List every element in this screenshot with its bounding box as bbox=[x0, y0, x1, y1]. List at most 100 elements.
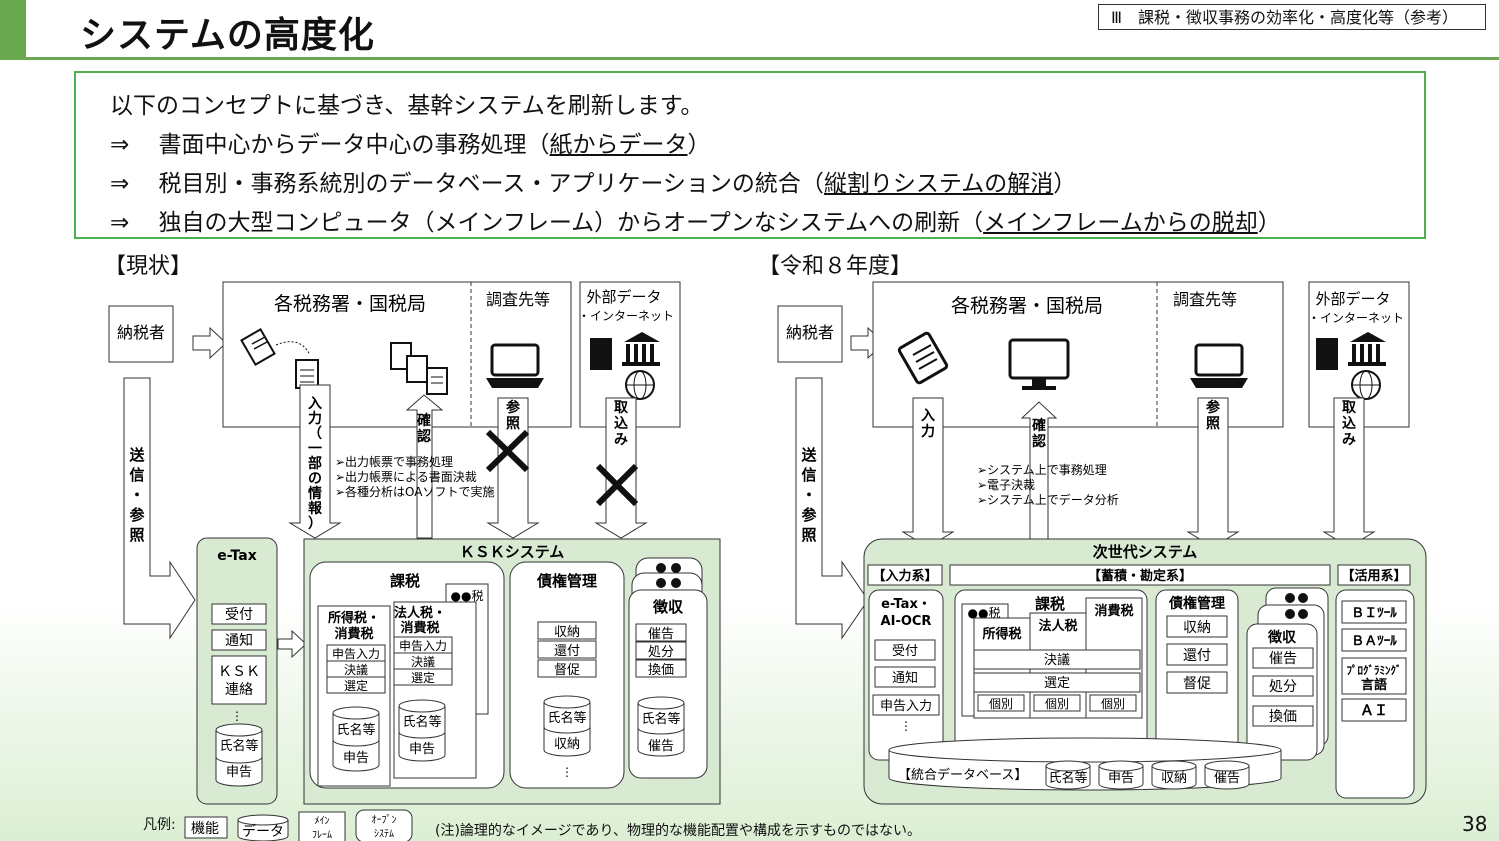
current-shotoku-func-2: 決議 bbox=[344, 663, 368, 677]
current-etax-func-1: 受付 bbox=[225, 607, 253, 623]
current-external-label-1: 外部データ bbox=[586, 288, 661, 306]
future-kazei-label: 課税 bbox=[1035, 595, 1065, 613]
current-import-char: み bbox=[614, 432, 628, 448]
current-input-char: の bbox=[308, 471, 322, 487]
future-note-3: ➢システム上でデータ分析 bbox=[977, 492, 1119, 507]
arrow-glyph: ⇒ bbox=[110, 210, 130, 236]
concept-close: ） bbox=[687, 132, 711, 158]
future-note-1: ➢システム上で事務処理 bbox=[977, 463, 1107, 477]
future-send-arrow bbox=[795, 377, 869, 640]
future-saiken-label: 債権管理 bbox=[1168, 595, 1225, 612]
current-confirm-char: 確 bbox=[417, 412, 431, 429]
current-ksk-label: ＫＳＫシステム bbox=[460, 543, 565, 561]
current-saiken-func-2: 還付 bbox=[554, 644, 580, 659]
legend-function-label: 機能 bbox=[191, 821, 219, 837]
current-reference-char: 照 bbox=[506, 416, 520, 432]
current-shotoku-func-3: 選定 bbox=[344, 678, 368, 693]
current-input-char: 部 bbox=[308, 455, 322, 472]
current-input-char: 報 bbox=[308, 500, 323, 517]
title-underline bbox=[0, 57, 1499, 60]
function-box bbox=[1341, 600, 1407, 624]
future-kobetsu-2: 個別 bbox=[1045, 697, 1069, 711]
current-shotoku-label-1: 所得税・ bbox=[328, 610, 380, 626]
current-input-char: ） bbox=[308, 516, 322, 532]
database-icon bbox=[332, 706, 380, 772]
future-input-sys-label: 【入力系】 bbox=[872, 568, 937, 584]
legend-open-label-2: ｼｽﾃﾑ bbox=[374, 829, 394, 840]
future-storage-sys-label: 【蓄積・勘定系】 bbox=[1088, 568, 1192, 584]
future-saiken-func-3: 督促 bbox=[1183, 676, 1211, 692]
building-icon bbox=[1316, 332, 1386, 370]
future-shotoku-label: 所得税 bbox=[982, 626, 1021, 642]
future-use-func-3: ﾌﾟﾛｸﾞﾗﾐﾝｸﾞ bbox=[1347, 663, 1402, 677]
future-send-ref-char: 参 bbox=[801, 506, 817, 524]
current-send-arrow bbox=[123, 377, 196, 640]
function-box bbox=[393, 668, 453, 686]
building-icon bbox=[590, 332, 660, 370]
function-box bbox=[1341, 657, 1407, 695]
laptop-icon bbox=[1190, 343, 1248, 388]
cross-icon bbox=[595, 463, 639, 507]
function-box bbox=[1252, 675, 1314, 697]
future-reference-char: 参 bbox=[1206, 399, 1221, 416]
function-box bbox=[537, 640, 597, 659]
concept-box: 以下のコンセプトに基づき、基幹システムを刷新します。 ⇒ 書面中心からデータ中心… bbox=[74, 71, 1426, 239]
current-note-1: ➢出力帳票で事務処理 bbox=[335, 455, 453, 469]
current-note-3: ➢各種分析はOAソフトで実施 bbox=[335, 484, 495, 499]
future-choshu-func-1: 催告 bbox=[1269, 651, 1297, 667]
function-box bbox=[1033, 694, 1081, 712]
function-box bbox=[977, 694, 1025, 712]
function-box bbox=[537, 659, 597, 678]
future-kazei-func-2: 選定 bbox=[1044, 676, 1070, 691]
future-heading: 【令和８年度】 bbox=[758, 254, 913, 279]
current-hojin-func-3: 選定 bbox=[411, 670, 435, 685]
concept-intro: 以下のコンセプトに基づき、基幹システムを刷新します。 bbox=[110, 93, 704, 119]
monitor-icon bbox=[1008, 338, 1070, 390]
database-icon bbox=[1204, 760, 1250, 790]
future-integrated-db-label: 【統合データベース】 bbox=[898, 767, 1027, 783]
future-db-item-1: 氏名等 bbox=[1048, 770, 1087, 786]
arrow-glyph: ⇒ bbox=[110, 171, 130, 197]
database-icon bbox=[637, 696, 685, 757]
current-choshu-func-1: 催告 bbox=[648, 627, 674, 642]
footnote: (注)論理的なイメージであり、物理的な機能配置や構成を示すものではない。 bbox=[435, 823, 921, 839]
function-box bbox=[211, 655, 267, 705]
future-import-char: 取 bbox=[1342, 400, 1357, 416]
document-icon bbox=[240, 328, 319, 389]
concept-item-1: ⇒ 書面中心からデータ中心の事務処理（紙からデータ） bbox=[110, 125, 711, 159]
current-reference-char: 参 bbox=[506, 399, 521, 416]
concept-text: 書面中心からデータ中心の事務処理（ bbox=[158, 132, 550, 158]
function-box bbox=[872, 694, 940, 716]
current-choshu-func-3: 換価 bbox=[648, 663, 674, 678]
current-saiken-db-2: 収納 bbox=[554, 737, 580, 752]
current-offices-label: 各税務署・国税局 bbox=[274, 293, 426, 315]
concept-emphasis: メインフレームからの脱却 bbox=[983, 210, 1258, 236]
function-box bbox=[973, 649, 1141, 670]
tablet-icon bbox=[897, 331, 949, 385]
function-box bbox=[1341, 628, 1407, 652]
current-investigation-label: 調査先等 bbox=[486, 290, 550, 309]
section-label: Ⅲ 課税・徴収事務の効率化・高度化等（参考） bbox=[1098, 4, 1486, 30]
future-input-func-1: 受付 bbox=[892, 644, 918, 659]
function-box bbox=[1166, 643, 1228, 666]
current-hojin-func-2: 決議 bbox=[411, 655, 435, 669]
current-hojin-label-2: 消費税 bbox=[400, 620, 439, 636]
current-etax-ksk-2: 連絡 bbox=[225, 682, 253, 698]
future-kazei-func-1: 決議 bbox=[1044, 653, 1070, 668]
future-investigation-label: 調査先等 bbox=[1173, 290, 1237, 309]
current-etax-arrow bbox=[277, 629, 307, 659]
function-box bbox=[1089, 694, 1137, 712]
arrow-glyph: ⇒ bbox=[110, 132, 130, 158]
legend-mainframe-label-2: ﾌﾚｰﾑ bbox=[312, 830, 332, 841]
current-choshu-func-2: 処分 bbox=[648, 645, 674, 660]
cross-icon bbox=[485, 429, 530, 473]
future-system-label: 次世代システム bbox=[1093, 543, 1198, 561]
function-box bbox=[211, 603, 267, 625]
future-send-ref-char: ・ bbox=[801, 486, 816, 504]
current-etax-func-2: 通知 bbox=[225, 632, 253, 649]
future-shohi-label: 消費税 bbox=[1094, 603, 1133, 619]
page-title: システムの高度化 bbox=[80, 15, 375, 56]
laptop-icon bbox=[486, 343, 544, 388]
future-etax-label-1: e-Tax・ bbox=[881, 597, 931, 612]
